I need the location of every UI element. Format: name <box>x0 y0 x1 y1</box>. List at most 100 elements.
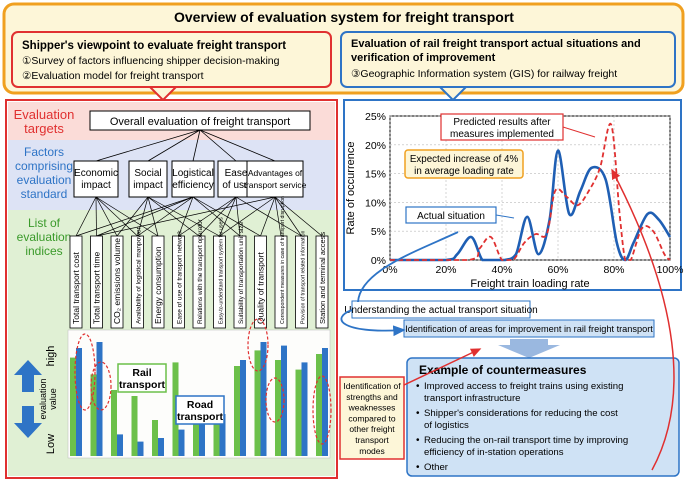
index-label-7: Easy-to-understand transport system for … <box>219 217 225 324</box>
road-transport-legend <box>175 395 225 425</box>
rail-bar-12 <box>316 354 322 456</box>
countermeasure-item-0-0: Improved access to freight trains using … <box>424 381 623 392</box>
x-tick-3: 60% <box>547 264 568 276</box>
x-tick-5: 100% <box>657 264 684 276</box>
series-line-0 <box>390 149 672 262</box>
highlight-ellipse-1 <box>74 333 96 411</box>
rail-item-3: ③Geographic Information system (GIS) for… <box>351 68 617 80</box>
road-bar-12 <box>322 348 328 456</box>
road-bar-8 <box>240 360 246 456</box>
road-bar-11 <box>301 362 308 456</box>
flow-down-arrow-icon <box>498 339 560 358</box>
loading-rate-chart: 0%20%40%60%80%100%0%5%10%15%20%25%Freigh… <box>345 111 683 290</box>
left-labels: Evaluation targets Factors comprising ev… <box>14 107 75 258</box>
rail-bar-8 <box>234 366 240 456</box>
rail-bar-0 <box>70 357 76 456</box>
factor-label-3-0: Ease <box>225 168 248 179</box>
factor-label-1-0: Social <box>134 168 161 179</box>
y-tick-1: 5% <box>371 226 386 238</box>
index-box-11 <box>295 235 308 329</box>
shipper-heading: Shipper's viewpoint to evaluate freight … <box>22 40 286 52</box>
actual-situation-leader <box>495 214 515 219</box>
factors-label-line4: standard <box>21 187 68 201</box>
factor-box-1 <box>128 160 168 198</box>
factor-label-4-0: Advantages of <box>248 168 303 178</box>
actual-situation-label: Actual situation <box>417 211 485 222</box>
chart-x-label: Freight train loading rate <box>470 278 589 290</box>
index-connector-0-1 <box>95 196 97 237</box>
index-connector-1-6 <box>147 196 200 237</box>
index-connector-3-7 <box>219 196 237 237</box>
indices-label-line1: List of <box>28 216 61 230</box>
highlight-ellipse-2 <box>90 361 112 411</box>
highlight-ellipse-3 <box>247 318 269 372</box>
rail-bar-3 <box>131 396 138 456</box>
road-bar-2 <box>117 434 123 456</box>
strengths-line-6: modes <box>359 446 385 456</box>
index-connector-0-3 <box>95 196 138 237</box>
axis-caption-line2: value <box>48 388 58 410</box>
index-box-4 <box>151 235 165 329</box>
index-label-2: CO₂ emissions volume <box>112 238 122 324</box>
rail-bar-9 <box>254 350 261 456</box>
rail-legend-line2: transport <box>119 379 166 391</box>
predicted-annotation-leader <box>562 126 596 138</box>
index-connector-1-2 <box>116 196 149 237</box>
index-label-9: Quality of transport <box>256 252 266 324</box>
countermeasures-box <box>406 357 680 477</box>
index-box-3 <box>131 235 144 329</box>
index-connector-3-11 <box>235 196 302 237</box>
shipper-item-2: ②Evaluation model for freight transport <box>22 70 204 82</box>
factor-connector-1 <box>147 129 201 162</box>
strengths-line-1: strengths and <box>346 392 398 402</box>
shipper-pointer <box>147 86 179 102</box>
y-tick-5: 25% <box>365 111 386 123</box>
factor-connector-2 <box>192 129 201 162</box>
index-label-5: Ease of use of transport network <box>177 230 184 324</box>
targets-label-line2: targets <box>24 121 64 136</box>
road-legend-line1: Road <box>187 399 213 411</box>
index-connector-2-9 <box>192 196 261 237</box>
countermeasure-item-0-1: transport infrastructure <box>424 393 521 404</box>
index-connector-3-5 <box>178 196 237 237</box>
expected-increase-box <box>404 149 524 179</box>
index-label-10: Correspondent measures in case of transp… <box>280 196 286 324</box>
rail-bar-6 <box>193 416 199 456</box>
index-connector-2-0 <box>75 196 194 237</box>
y-tick-4: 20% <box>365 140 386 152</box>
countermeasures-to-prediction-arrow <box>611 168 675 471</box>
index-connector-4-1 <box>96 196 276 237</box>
index-connector-1-4 <box>147 196 159 237</box>
index-connector-4-7 <box>219 196 276 237</box>
identification-rail-label: Identification of areas for improvement … <box>405 324 653 334</box>
countermeasure-bullet-3: • <box>416 462 420 473</box>
rail-bar-10 <box>275 360 281 456</box>
index-label-12: Station and terminal access <box>318 232 327 324</box>
index-label-6: Relations with the transport operator <box>197 218 204 324</box>
predicted-annotation-line2: measures implemented <box>450 129 554 140</box>
rail-bar-1 <box>90 374 97 456</box>
strengths-to-identification-arrow <box>403 348 482 386</box>
x-tick-4: 80% <box>603 264 624 276</box>
index-connector-4-10 <box>274 196 282 237</box>
countermeasure-item-1-1: of logistics <box>424 420 469 431</box>
y-tick-3: 15% <box>365 169 386 181</box>
axis-up-arrow-icon <box>14 360 42 392</box>
factor-label-3-1: of use <box>222 180 250 191</box>
understanding-to-identification-arrow <box>340 309 406 337</box>
road-bar-1 <box>96 342 103 456</box>
countermeasure-item-3-0: Other <box>424 462 449 473</box>
index-label-11: Provision of transport related informati… <box>301 230 307 324</box>
index-label-0: Total transport cost <box>71 252 81 324</box>
factor-label-2-1: efficiency <box>172 180 214 191</box>
indices-label-line2: evaluation <box>17 230 72 244</box>
index-connector-1-3 <box>137 196 149 237</box>
index-box-2 <box>110 235 124 329</box>
index-connector-4-12 <box>274 196 323 237</box>
rail-legend-line1: Rail <box>132 367 151 379</box>
axis-caption-line1: evaluation <box>38 378 48 419</box>
factor-connector-3 <box>199 129 237 162</box>
road-bar-6 <box>199 414 205 456</box>
index-label-4: Energy consumption <box>153 246 163 324</box>
